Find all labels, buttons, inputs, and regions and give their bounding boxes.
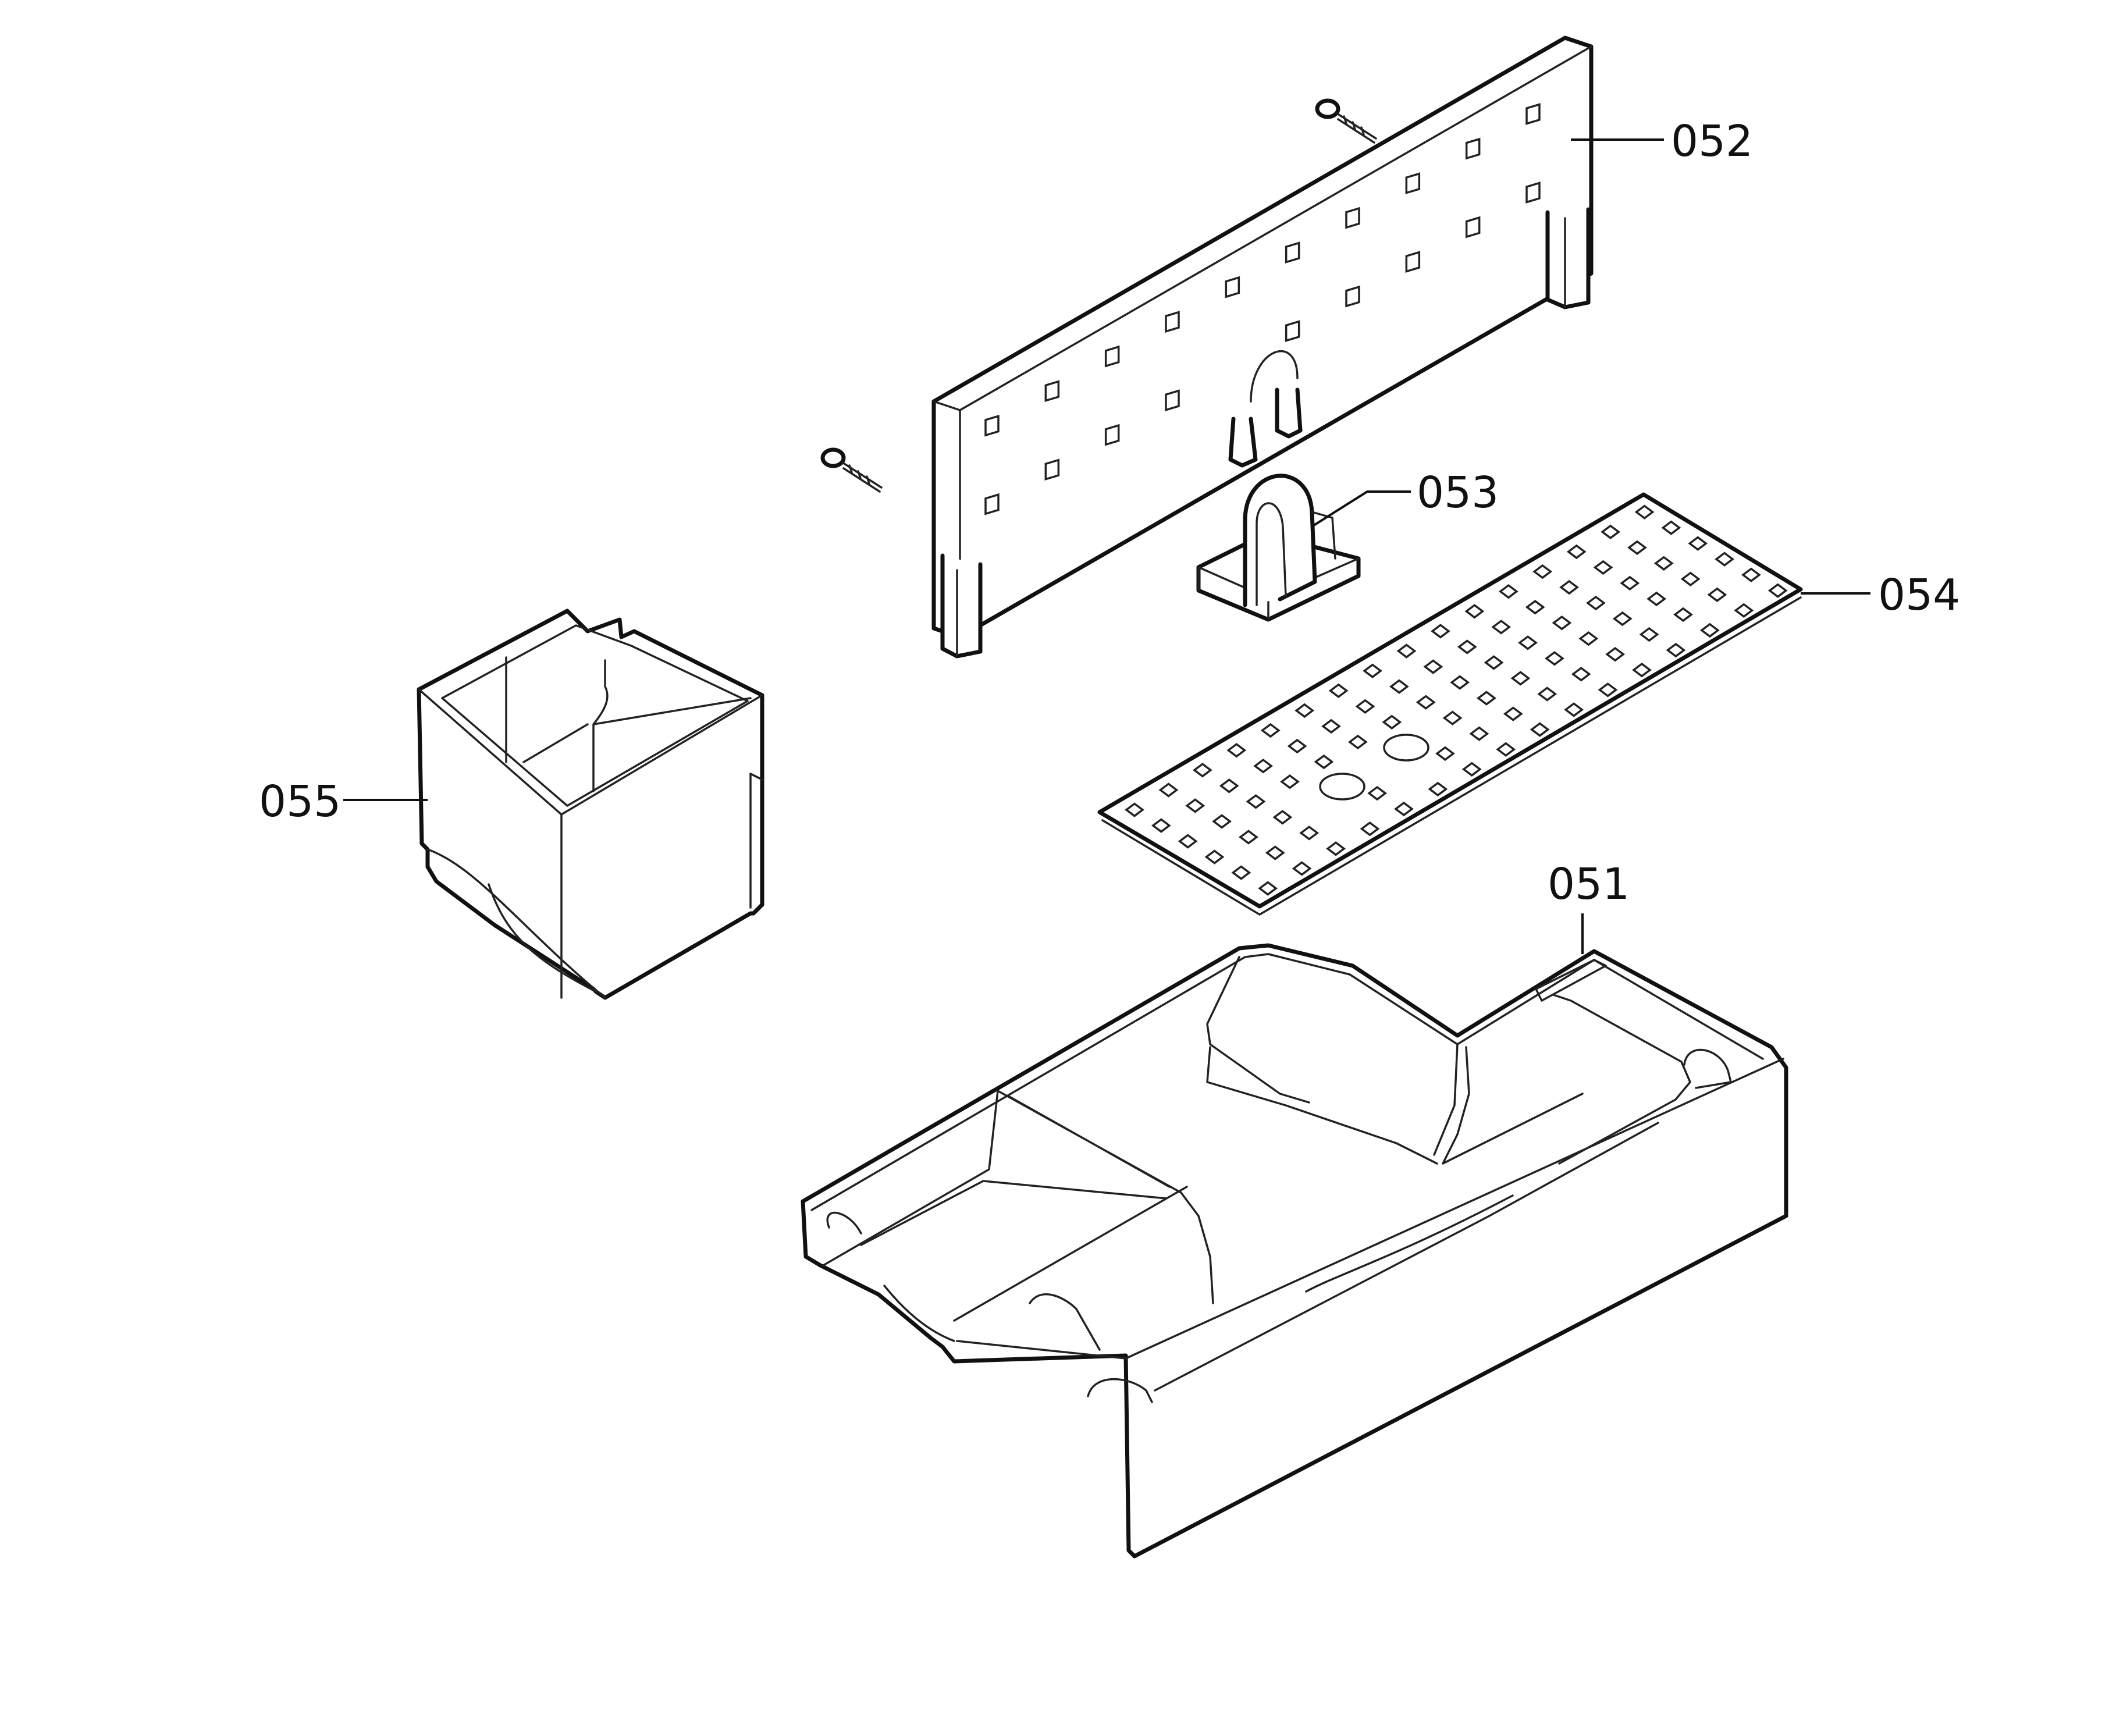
label-051: 051	[1548, 859, 1630, 909]
part-054-sheet[interactable]	[1097, 492, 1803, 916]
screw-upper	[1315, 98, 1377, 144]
part-053-clip[interactable]	[1196, 474, 1361, 622]
part-052-panel[interactable]	[931, 35, 1594, 659]
callout-055: 055	[259, 777, 428, 827]
callout-052: 052	[1571, 116, 1753, 166]
panel-holes	[984, 103, 1541, 515]
sheet-holes	[1125, 504, 1788, 896]
callout-053: 053	[1311, 468, 1499, 528]
label-053: 053	[1417, 468, 1499, 518]
label-054: 054	[1878, 570, 1960, 620]
part-055-bucket[interactable]	[417, 609, 764, 1000]
callout-051: 051	[1548, 859, 1630, 954]
label-052: 052	[1671, 116, 1753, 166]
callout-054: 054	[1801, 570, 1960, 620]
screw-lower	[820, 447, 883, 493]
part-051-tray[interactable]	[801, 943, 1788, 1559]
label-055: 055	[259, 777, 341, 827]
